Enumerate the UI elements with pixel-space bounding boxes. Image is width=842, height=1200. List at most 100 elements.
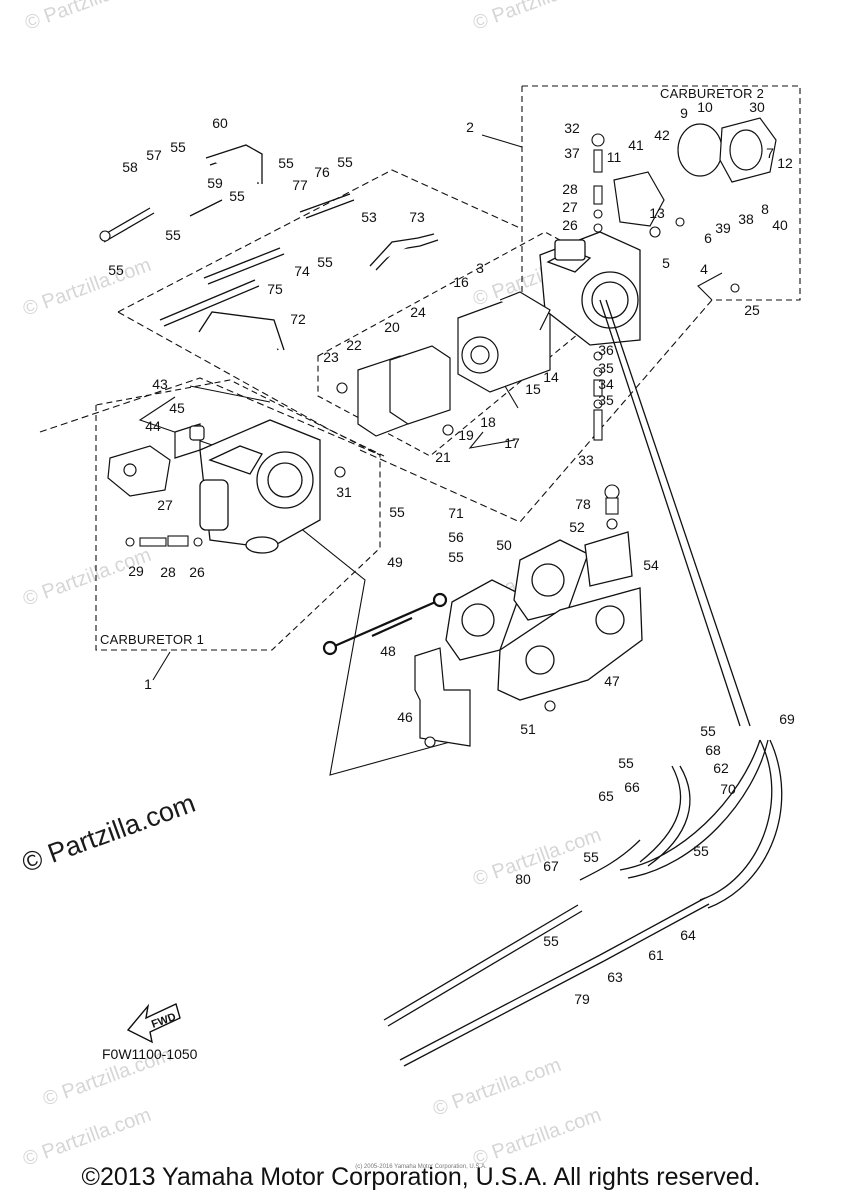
part-number-55[interactable]: 55 bbox=[317, 254, 333, 270]
part-number-55[interactable]: 55 bbox=[229, 188, 245, 204]
part-number-52[interactable]: 52 bbox=[569, 519, 585, 535]
part-number-75[interactable]: 75 bbox=[267, 281, 283, 297]
part-number-66[interactable]: 66 bbox=[624, 779, 640, 795]
part-number-57[interactable]: 57 bbox=[146, 147, 162, 163]
part-number-62[interactable]: 62 bbox=[713, 760, 729, 776]
part-number-28[interactable]: 28 bbox=[160, 564, 176, 580]
part-number-20[interactable]: 20 bbox=[384, 319, 400, 335]
part-number-4[interactable]: 4 bbox=[700, 261, 708, 277]
part-number-38[interactable]: 38 bbox=[738, 211, 754, 227]
part-number-3[interactable]: 3 bbox=[476, 260, 484, 276]
part-number-48[interactable]: 48 bbox=[380, 643, 396, 659]
part-number-15[interactable]: 15 bbox=[525, 381, 541, 397]
part-number-63[interactable]: 63 bbox=[607, 969, 623, 985]
part-number-28[interactable]: 28 bbox=[562, 181, 578, 197]
part-number-16[interactable]: 16 bbox=[453, 274, 469, 290]
part-number-51[interactable]: 51 bbox=[520, 721, 536, 737]
part-number-35[interactable]: 35 bbox=[598, 360, 614, 376]
part-number-27[interactable]: 27 bbox=[562, 199, 578, 215]
part-number-19[interactable]: 19 bbox=[458, 427, 474, 443]
part-number-37[interactable]: 37 bbox=[564, 145, 580, 161]
intake-manifold-47 bbox=[445, 531, 643, 701]
part-number-18[interactable]: 18 bbox=[480, 414, 496, 430]
part-number-55[interactable]: 55 bbox=[165, 227, 181, 243]
part-number-47[interactable]: 47 bbox=[604, 673, 620, 689]
part-number-76[interactable]: 76 bbox=[314, 164, 330, 180]
bracket-48 bbox=[414, 647, 471, 747]
part-number-70[interactable]: 70 bbox=[720, 781, 736, 797]
part-number-55[interactable]: 55 bbox=[543, 933, 559, 949]
part-number-53[interactable]: 53 bbox=[361, 209, 377, 225]
part-number-80[interactable]: 80 bbox=[515, 871, 531, 887]
part-number-61[interactable]: 61 bbox=[648, 947, 664, 963]
part-number-32[interactable]: 32 bbox=[564, 120, 580, 136]
part-number-45[interactable]: 45 bbox=[169, 400, 185, 416]
part-number-79[interactable]: 79 bbox=[574, 991, 590, 1007]
part-number-1[interactable]: 1 bbox=[144, 676, 152, 692]
part-number-31[interactable]: 31 bbox=[336, 484, 352, 500]
part-number-34[interactable]: 34 bbox=[598, 376, 614, 392]
part-number-55[interactable]: 55 bbox=[693, 843, 709, 859]
part-number-55[interactable]: 55 bbox=[700, 723, 716, 739]
part-number-65[interactable]: 65 bbox=[598, 788, 614, 804]
part-number-74[interactable]: 74 bbox=[294, 263, 310, 279]
part-number-14[interactable]: 14 bbox=[543, 369, 559, 385]
part-number-13[interactable]: 13 bbox=[649, 205, 665, 221]
part-number-30[interactable]: 30 bbox=[749, 99, 765, 115]
part-number-2[interactable]: 2 bbox=[466, 119, 474, 135]
part-number-60[interactable]: 60 bbox=[212, 115, 228, 131]
part-number-17[interactable]: 17 bbox=[504, 435, 520, 451]
part-number-68[interactable]: 68 bbox=[705, 742, 721, 758]
part-number-39[interactable]: 39 bbox=[715, 220, 731, 236]
part-number-78[interactable]: 78 bbox=[575, 496, 591, 512]
part-number-55[interactable]: 55 bbox=[337, 154, 353, 170]
part-number-26[interactable]: 26 bbox=[189, 564, 205, 580]
part-number-29[interactable]: 29 bbox=[128, 563, 144, 579]
part-number-77[interactable]: 77 bbox=[292, 177, 308, 193]
part-number-23[interactable]: 23 bbox=[323, 349, 339, 365]
part-number-6[interactable]: 6 bbox=[704, 230, 712, 246]
part-number-42[interactable]: 42 bbox=[654, 127, 670, 143]
part-number-44[interactable]: 44 bbox=[145, 418, 161, 434]
part-number-55[interactable]: 55 bbox=[389, 504, 405, 520]
copyright-small: (c) 2005-2016 Yamaha Motor Corporation, … bbox=[355, 1164, 487, 1170]
part-number-73[interactable]: 73 bbox=[409, 209, 425, 225]
part-number-25[interactable]: 25 bbox=[744, 302, 760, 318]
part-number-41[interactable]: 41 bbox=[628, 137, 644, 153]
part-number-59[interactable]: 59 bbox=[207, 175, 223, 191]
part-number-33[interactable]: 33 bbox=[578, 452, 594, 468]
part-number-46[interactable]: 46 bbox=[397, 709, 413, 725]
part-number-21[interactable]: 21 bbox=[435, 449, 451, 465]
part-number-5[interactable]: 5 bbox=[662, 255, 670, 271]
part-number-43[interactable]: 43 bbox=[152, 376, 168, 392]
part-number-55[interactable]: 55 bbox=[448, 549, 464, 565]
part-number-67[interactable]: 67 bbox=[543, 858, 559, 874]
part-number-22[interactable]: 22 bbox=[346, 337, 362, 353]
part-number-35[interactable]: 35 bbox=[598, 392, 614, 408]
part-number-11[interactable]: 11 bbox=[607, 149, 622, 165]
part-number-64[interactable]: 64 bbox=[680, 927, 696, 943]
part-number-49[interactable]: 49 bbox=[387, 554, 403, 570]
part-number-55[interactable]: 55 bbox=[583, 849, 599, 865]
part-number-54[interactable]: 54 bbox=[643, 557, 659, 573]
part-number-40[interactable]: 40 bbox=[772, 217, 788, 233]
part-number-10[interactable]: 10 bbox=[697, 99, 713, 115]
part-number-55[interactable]: 55 bbox=[278, 155, 294, 171]
part-number-55[interactable]: 55 bbox=[170, 139, 186, 155]
part-number-12[interactable]: 12 bbox=[777, 155, 793, 171]
part-number-58[interactable]: 58 bbox=[122, 159, 138, 175]
part-number-27[interactable]: 27 bbox=[157, 497, 173, 513]
part-number-26[interactable]: 26 bbox=[562, 217, 578, 233]
part-number-56[interactable]: 56 bbox=[448, 529, 464, 545]
part-number-36[interactable]: 36 bbox=[598, 342, 614, 358]
part-number-24[interactable]: 24 bbox=[410, 304, 426, 320]
part-number-71[interactable]: 71 bbox=[448, 505, 464, 521]
part-number-7[interactable]: 7 bbox=[766, 145, 774, 161]
part-number-9[interactable]: 9 bbox=[680, 105, 688, 121]
part-number-8[interactable]: 8 bbox=[761, 201, 769, 217]
part-number-55[interactable]: 55 bbox=[108, 262, 124, 278]
part-number-69[interactable]: 69 bbox=[779, 711, 795, 727]
part-number-72[interactable]: 72 bbox=[290, 311, 306, 327]
part-number-50[interactable]: 50 bbox=[496, 537, 512, 553]
part-number-55[interactable]: 55 bbox=[618, 755, 634, 771]
